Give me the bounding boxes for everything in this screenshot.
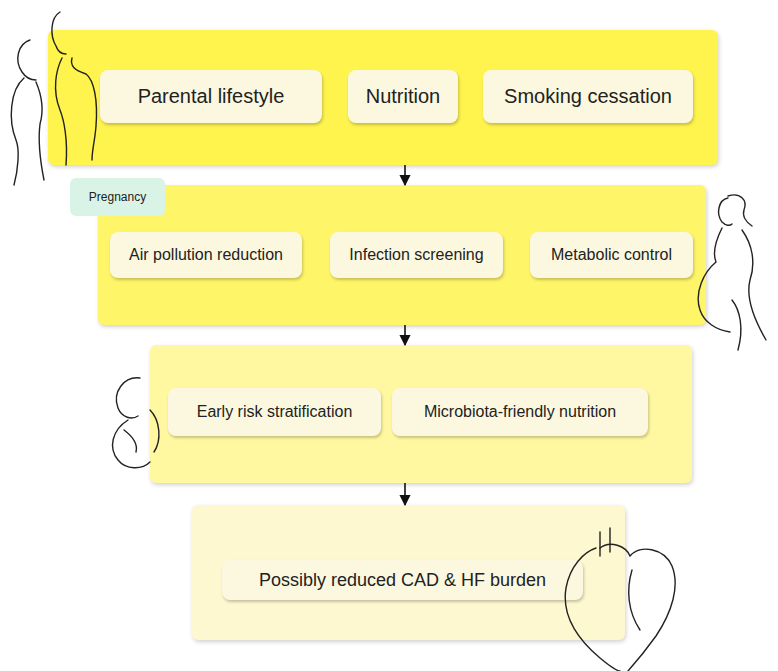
flow-arrow: [404, 165, 406, 185]
process-box: Parental lifestyle: [100, 70, 322, 123]
node-text: Smoking cessation: [504, 85, 672, 108]
node-text: Early risk stratification: [197, 403, 353, 421]
stage-band: Early risk stratification Microbiota-frie…: [150, 345, 692, 483]
process-box: Microbiota-friendly nutrition: [392, 388, 648, 436]
process-box: Early risk stratification: [168, 388, 381, 436]
process-box: Infection screening: [330, 232, 503, 278]
process-box: Air pollution reduction: [110, 232, 302, 278]
process-box: Nutrition: [348, 70, 458, 123]
flow-arrow: [404, 325, 406, 345]
process-box: Metabolic control: [530, 232, 693, 278]
node-text: Infection screening: [349, 246, 483, 264]
node-text: Nutrition: [366, 85, 440, 108]
mother-hair-line: [728, 195, 752, 226]
stage-band: Possibly reduced CAD & HF burden: [192, 505, 625, 640]
baby-arm-line: [124, 430, 136, 452]
mother-back-line: [742, 230, 766, 340]
node-text: Metabolic control: [551, 246, 672, 264]
woman-head-line: [18, 40, 36, 80]
flow-arrow: [404, 483, 406, 505]
baby-body-line: [113, 420, 150, 468]
mother-head-line: [719, 198, 732, 225]
heart-vein-line: [629, 570, 640, 630]
baby-head-line: [116, 378, 140, 418]
node-text: Possibly reduced CAD & HF burden: [259, 570, 546, 591]
stage-tag: Pregnancy: [70, 178, 165, 216]
stage-band: Parental lifestyle Nutrition Smoking cessa…: [48, 30, 718, 165]
node-text: Microbiota-friendly nutrition: [424, 403, 616, 421]
process-box: Smoking cessation: [483, 70, 693, 123]
outcome-box: Possibly reduced CAD & HF burden: [222, 560, 583, 600]
node-text: Parental lifestyle: [138, 85, 285, 108]
woman-front-line: [36, 82, 44, 180]
stage-band: Air pollution reduction Infection screeni…: [98, 185, 706, 325]
node-text: Pregnancy: [89, 190, 146, 204]
node-text: Air pollution reduction: [129, 246, 283, 264]
woman-body-line: [11, 78, 24, 185]
mother-arm-line: [732, 300, 741, 350]
